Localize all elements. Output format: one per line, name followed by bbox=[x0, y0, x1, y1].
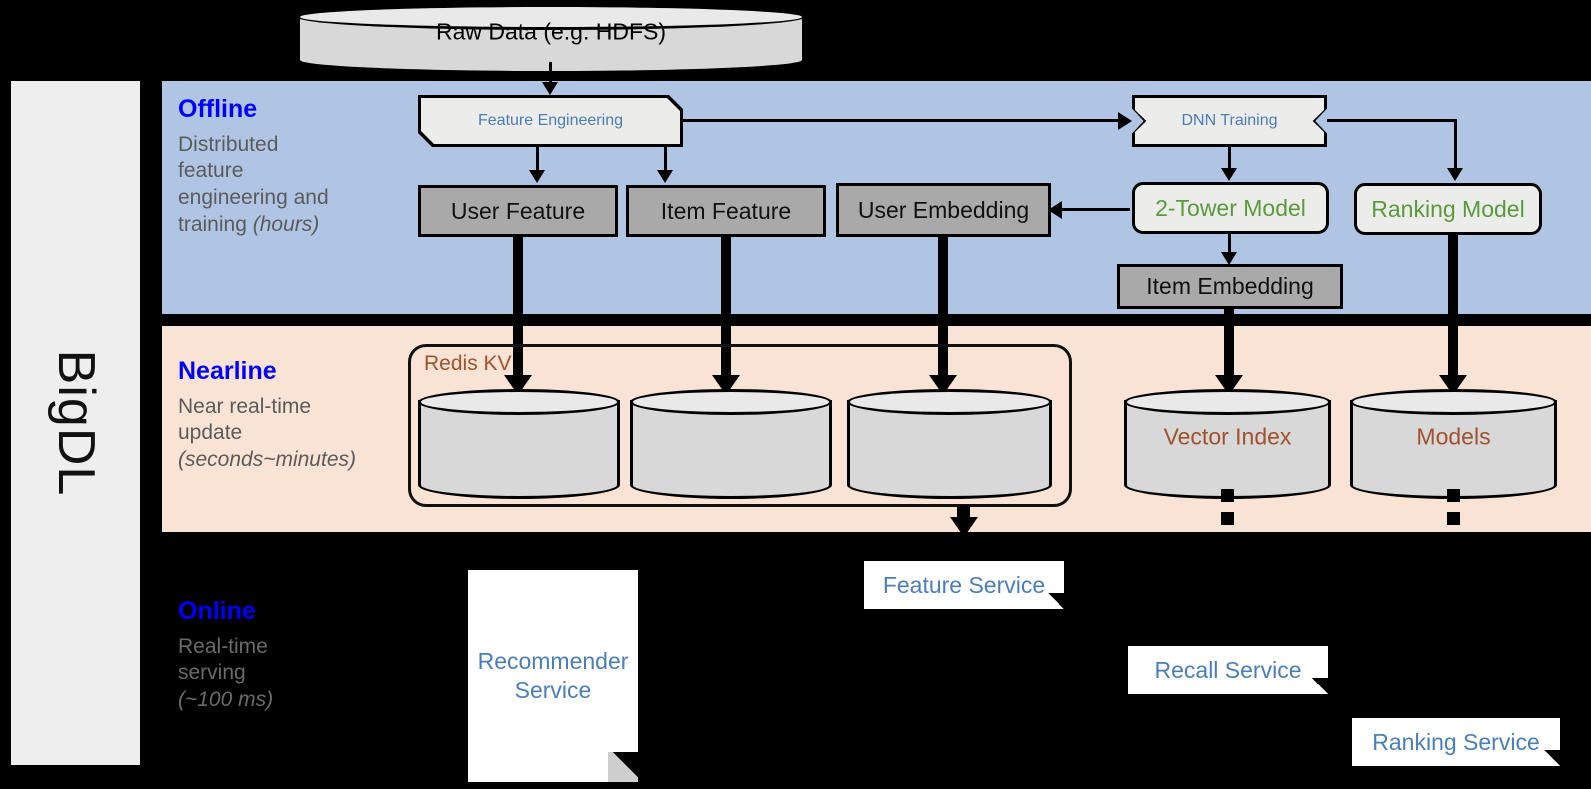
page-fold-icon bbox=[1048, 593, 1064, 609]
redis-store-1-top bbox=[418, 389, 620, 415]
connector-dnn-ranking-h bbox=[1327, 119, 1457, 122]
feature-engineering-label: Feature Engineering bbox=[478, 112, 623, 129]
recall-service-box[interactable]: Recall Service bbox=[1128, 646, 1328, 694]
models-label: Models bbox=[1416, 423, 1491, 450]
item-embedding-label: Item Embedding bbox=[1146, 273, 1314, 300]
bigdl-label: BigDL bbox=[46, 349, 105, 497]
connector-store3-featureservice-stub bbox=[957, 505, 970, 518]
two-tower-model-label: 2-Tower Model bbox=[1155, 194, 1306, 221]
connector-vectorindex-recall-stub2 bbox=[1221, 512, 1234, 525]
redis-kv-label: Redis KV bbox=[424, 352, 512, 375]
two-tower-model-box[interactable]: 2-Tower Model bbox=[1132, 182, 1329, 234]
arrowhead-store3-featureservice bbox=[950, 517, 978, 537]
item-feature-box[interactable]: Item Feature bbox=[626, 185, 826, 237]
redis-store-1[interactable] bbox=[418, 389, 620, 499]
redis-kv-container bbox=[408, 344, 1072, 507]
offline-sub-l1: Distributed bbox=[178, 132, 279, 156]
pipe-rankingmodel-models bbox=[1448, 235, 1458, 382]
dnn-training-box[interactable]: DNN Training bbox=[1132, 95, 1327, 147]
arrowhead-twotower-itemembedding bbox=[1221, 252, 1237, 265]
redis-store-3-top bbox=[847, 389, 1052, 415]
connector-twotower-itemembedding bbox=[1228, 234, 1231, 258]
redis-store-2-top bbox=[630, 389, 832, 415]
user-feature-box[interactable]: User Feature bbox=[418, 185, 618, 237]
arrowhead-twotower-userembedding bbox=[1048, 201, 1062, 219]
item-embedding-box[interactable]: Item Embedding bbox=[1117, 264, 1343, 309]
item-feature-label: Item Feature bbox=[660, 197, 792, 224]
online-sub-emph: (~100 ms) bbox=[178, 688, 274, 712]
redis-store-1-cap bbox=[418, 471, 620, 499]
connector-models-ranking-stub1 bbox=[1447, 489, 1460, 502]
nearline-subtitle: Near real-time update (seconds~minutes) bbox=[178, 394, 413, 475]
nearline-title: Nearline bbox=[178, 357, 277, 385]
online-title: Online bbox=[178, 597, 256, 625]
connector-dnn-ranking-v bbox=[1454, 119, 1457, 171]
offline-sub-l3: engineering and bbox=[178, 186, 329, 210]
feature-service-label: Feature Service bbox=[882, 571, 1046, 598]
dnn-training-label: DNN Training bbox=[1181, 112, 1278, 129]
offline-subtitle: Distributed feature engineering and trai… bbox=[178, 132, 393, 240]
pipe-userembedding-store bbox=[938, 237, 948, 382]
pipe-itemembedding-vectorindex bbox=[1224, 309, 1234, 382]
user-feature-label: User Feature bbox=[450, 197, 586, 224]
ranking-service-label: Ranking Service bbox=[1372, 728, 1540, 755]
vector-index-top bbox=[1124, 389, 1331, 415]
bigdl-sidebar: BigDL bbox=[8, 78, 143, 768]
page-fold-icon bbox=[608, 752, 638, 782]
redis-store-3[interactable] bbox=[847, 389, 1052, 499]
ranking-model-box[interactable]: Ranking Model bbox=[1354, 183, 1542, 235]
connector-fe-itemfeature bbox=[664, 147, 667, 172]
page-fold-icon bbox=[1544, 750, 1560, 766]
vector-index-label: Vector Index bbox=[1163, 423, 1292, 450]
arrowhead-dnn-ranking bbox=[1447, 168, 1463, 181]
pipe-userfeature-store bbox=[513, 237, 523, 382]
nearline-sub-l2: update bbox=[178, 421, 243, 445]
arrowhead-rawdata-fe bbox=[542, 82, 558, 95]
offline-sub-l4: training bbox=[178, 213, 253, 237]
offline-band-label: Offline Distributed feature engineering … bbox=[178, 95, 393, 240]
nearline-sub-l1: Near real-time bbox=[178, 394, 312, 418]
redis-store-2[interactable] bbox=[630, 389, 832, 499]
user-embedding-box[interactable]: User Embedding bbox=[836, 183, 1051, 237]
models-store[interactable]: Models bbox=[1350, 389, 1557, 499]
recommender-service-line2: Service bbox=[514, 677, 592, 703]
recall-service-label: Recall Service bbox=[1154, 656, 1302, 683]
recommender-service-box[interactable]: Recommender Service bbox=[468, 570, 638, 782]
pipe-itemfeature-store bbox=[721, 237, 731, 382]
nearline-sub-emph: (seconds~minutes) bbox=[178, 448, 356, 472]
online-band-label: Online Real-time serving (~100 ms) bbox=[178, 597, 393, 715]
user-embedding-label: User Embedding bbox=[857, 196, 1030, 223]
offline-sub-emph: (hours) bbox=[252, 213, 320, 237]
connector-fe-dnn bbox=[683, 119, 1120, 122]
connector-twotower-userembedding bbox=[1060, 208, 1130, 211]
online-subtitle: Real-time serving (~100 ms) bbox=[178, 634, 393, 715]
raw-data-label: Raw Data (e.g. HDFS) bbox=[435, 18, 667, 45]
arrowhead-fe-dnn bbox=[1118, 112, 1132, 130]
ranking-service-box[interactable]: Ranking Service bbox=[1352, 718, 1560, 766]
feature-engineering-box[interactable]: Feature Engineering bbox=[418, 95, 683, 147]
connector-fe-userfeature bbox=[536, 147, 539, 172]
arrowhead-fe-userfeature bbox=[529, 170, 545, 183]
redis-store-2-cap bbox=[630, 471, 832, 499]
online-sub-l1: Real-time bbox=[178, 634, 268, 658]
redis-store-3-cap bbox=[847, 471, 1052, 499]
recommender-service-line1: Recommender bbox=[477, 648, 629, 675]
offline-sub-l2: feature bbox=[178, 159, 244, 183]
arrowhead-fe-itemfeature bbox=[657, 170, 673, 183]
vector-index-store[interactable]: Vector Index bbox=[1124, 389, 1331, 499]
connector-vectorindex-recall-stub1 bbox=[1221, 489, 1234, 502]
connector-dnn-twotower bbox=[1228, 147, 1231, 171]
raw-data-top bbox=[297, 4, 805, 30]
arrowhead-dnn-twotower bbox=[1221, 168, 1237, 181]
page-fold-icon bbox=[1312, 678, 1328, 694]
connector-rawdata-fe bbox=[549, 62, 552, 84]
raw-data-store: Raw Data (e.g. HDFS) bbox=[297, 4, 805, 74]
models-top bbox=[1350, 389, 1557, 415]
online-sub-l2: serving bbox=[178, 661, 246, 685]
connector-models-ranking-stub2 bbox=[1447, 512, 1460, 525]
offline-title: Offline bbox=[178, 95, 258, 123]
feature-service-box[interactable]: Feature Service bbox=[864, 561, 1064, 609]
ranking-model-label: Ranking Model bbox=[1371, 195, 1525, 222]
nearline-band-label: Nearline Near real-time update (seconds~… bbox=[178, 357, 413, 475]
